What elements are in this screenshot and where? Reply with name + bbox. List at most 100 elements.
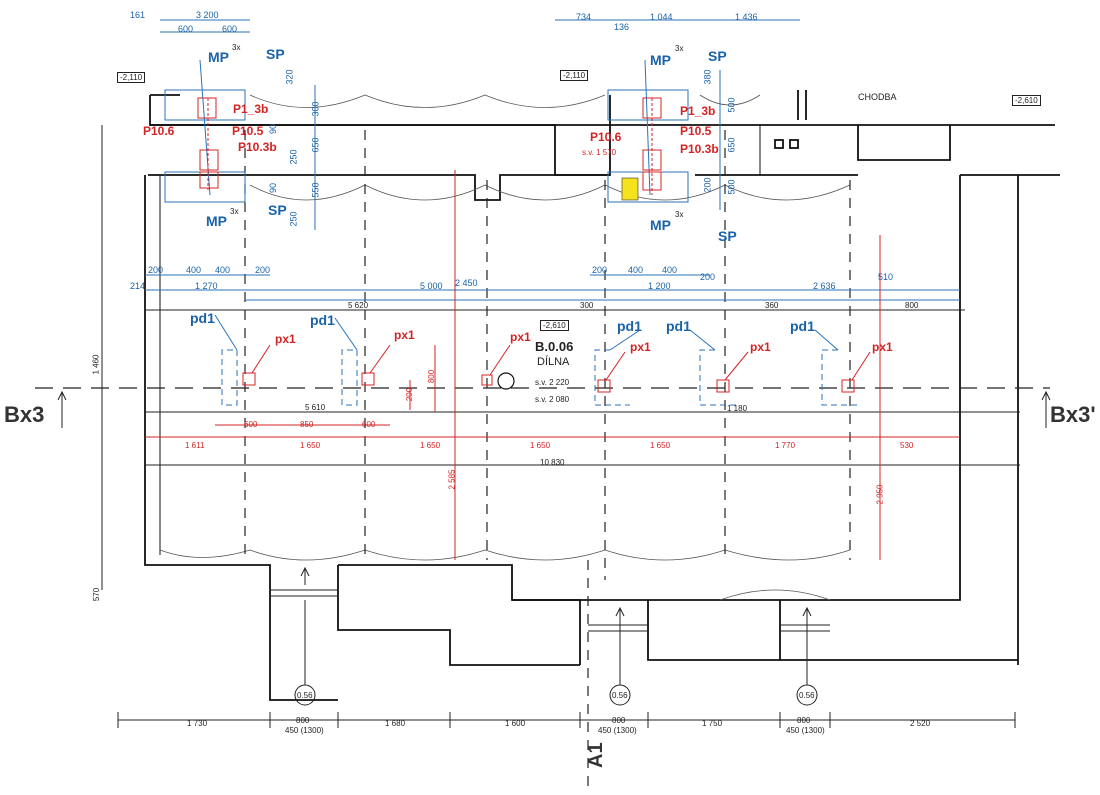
dim-vert: 250 [288, 149, 299, 165]
dim-row1: 400 [186, 265, 202, 275]
dim-vert: 250 [288, 211, 299, 227]
room-height-1: s.v. 2 220 [535, 378, 570, 387]
dim-misc: 10 830 [540, 458, 565, 467]
dim-red2: 600 [244, 420, 258, 429]
dim-row2: 2 450 [455, 278, 478, 288]
section-label-left: Bx3 [4, 402, 45, 427]
dim-misc: 300 [580, 301, 594, 310]
mp-mult-br: 3x [675, 210, 684, 219]
dim-bottom-sub: 450 (1300) [285, 726, 324, 735]
px1-tag-5: px1 [750, 340, 771, 354]
dim-red2: 600 [362, 420, 376, 429]
dim-red: 530 [900, 441, 914, 450]
bottom-dimension-line [57, 125, 1051, 728]
room-code: B.0.06 [535, 339, 574, 354]
dim-row2: 214 [130, 281, 146, 291]
pd1-tag-4: pd1 [666, 318, 691, 334]
dim-bottom: 1 680 [385, 719, 406, 728]
dim-top: 600 [222, 24, 238, 34]
sp-tag-tl: SP [266, 46, 285, 62]
px1-tag-1: px1 [275, 332, 296, 346]
highlight-marker [621, 177, 639, 201]
sp-tag-br: SP [718, 228, 737, 244]
room-height-2: s.v. 2 080 [535, 395, 570, 404]
dim-row2: 5 000 [420, 281, 443, 291]
p10-5-left: P10.5 [232, 124, 264, 138]
dim-red: 1 650 [300, 441, 321, 450]
px1-tag-6: px1 [872, 340, 893, 354]
dim-top: 734 [576, 12, 592, 22]
dim-top: 161 [130, 10, 146, 20]
dim-misc: 800 [427, 369, 437, 384]
dim-row1: 200 [700, 272, 716, 282]
section-label-right: Bx3' [1050, 402, 1096, 427]
px1-tag-3: px1 [510, 330, 531, 344]
dim-misc: 2 585 [447, 469, 457, 490]
mp-tag-br: MP [650, 217, 671, 233]
dim-vert: 500 [726, 179, 737, 195]
dim-misc: 360 [765, 301, 779, 310]
section-label-bottom: A1 [585, 742, 607, 768]
dim-vert: 500 [726, 97, 737, 113]
pd1-tag-1: pd1 [190, 310, 215, 326]
dim-top: 1 044 [650, 12, 673, 22]
dim-red: 1 650 [650, 441, 671, 450]
dim-red: 1 611 [185, 441, 205, 450]
room-name: DÍLNA [537, 356, 570, 368]
mp-tag-bl: MP [206, 213, 227, 229]
dim-misc: 1 180 [727, 404, 748, 413]
red-elements [145, 97, 960, 560]
p10-5-right: P10.5 [680, 124, 712, 138]
px1-tag-4: px1 [630, 340, 651, 354]
dim-row2: 1 200 [648, 281, 671, 291]
dim-vert: 570 [92, 587, 102, 602]
p10-3b-top-left: P1_3b [233, 102, 269, 116]
dim-vert: 200 [702, 177, 713, 193]
dim-row1: 400 [215, 265, 231, 275]
dim-vert: 320 [284, 69, 295, 85]
level-tag-left: -2,110 [117, 72, 146, 83]
circle-label-2: 0.56 [612, 691, 628, 700]
p10-3b-right: P10.3b [680, 142, 719, 156]
dim-row1: 400 [628, 265, 644, 275]
mp-mult-tl: 3x [232, 43, 241, 52]
dim-red: 1 650 [530, 441, 551, 450]
pd1-tag-2: pd1 [310, 312, 335, 328]
dim-misc: 800 [905, 301, 919, 310]
p10-3b-left: P10.3b [238, 140, 277, 154]
circle-label-1: 0.56 [297, 691, 313, 700]
dim-vert: 90 [268, 182, 279, 194]
dim-red2: 850 [300, 420, 314, 429]
vault-arcs [159, 94, 851, 601]
p10-6-left: P10.6 [143, 124, 175, 138]
dim-misc: 5 610 [305, 403, 326, 412]
pd1-tag-5: pd1 [790, 318, 815, 334]
level-sv-mid: s.v. 1 570 [582, 148, 617, 157]
level-tag-right: -2,610 [1012, 95, 1041, 106]
dim-vert: 650 [310, 137, 321, 153]
pd1-tag-3: pd1 [617, 318, 642, 334]
dim-vert: 550 [310, 182, 321, 198]
dim-bottom: 800 [797, 716, 811, 725]
dim-row1: 200 [255, 265, 271, 275]
p10-6-right: P10.6 [590, 130, 622, 144]
level-tag-mid: -2,110 [560, 70, 589, 81]
mp-mult-bl: 3x [230, 207, 239, 216]
dim-row2: 510 [878, 272, 894, 282]
walls [144, 90, 1060, 701]
level-tag-center: -2,610 [540, 320, 569, 331]
dim-bottom: 800 [296, 716, 310, 725]
dim-row1: 200 [592, 265, 608, 275]
dim-misc: 200 [405, 387, 415, 402]
dim-misc: 2 950 [875, 484, 885, 505]
dim-vert: 300 [310, 101, 321, 117]
mp-mult-tr: 3x [675, 44, 684, 53]
dim-top: 1 436 [735, 12, 758, 22]
dim-row1: 200 [148, 265, 164, 275]
mp-tag-tl: MP [208, 49, 229, 65]
dim-bottom: 1 750 [702, 719, 723, 728]
dim-row2: 1 270 [195, 281, 218, 291]
dim-misc: 5 620 [348, 301, 369, 310]
opening-circle [497, 372, 515, 390]
dim-row2: 2 636 [813, 281, 836, 291]
